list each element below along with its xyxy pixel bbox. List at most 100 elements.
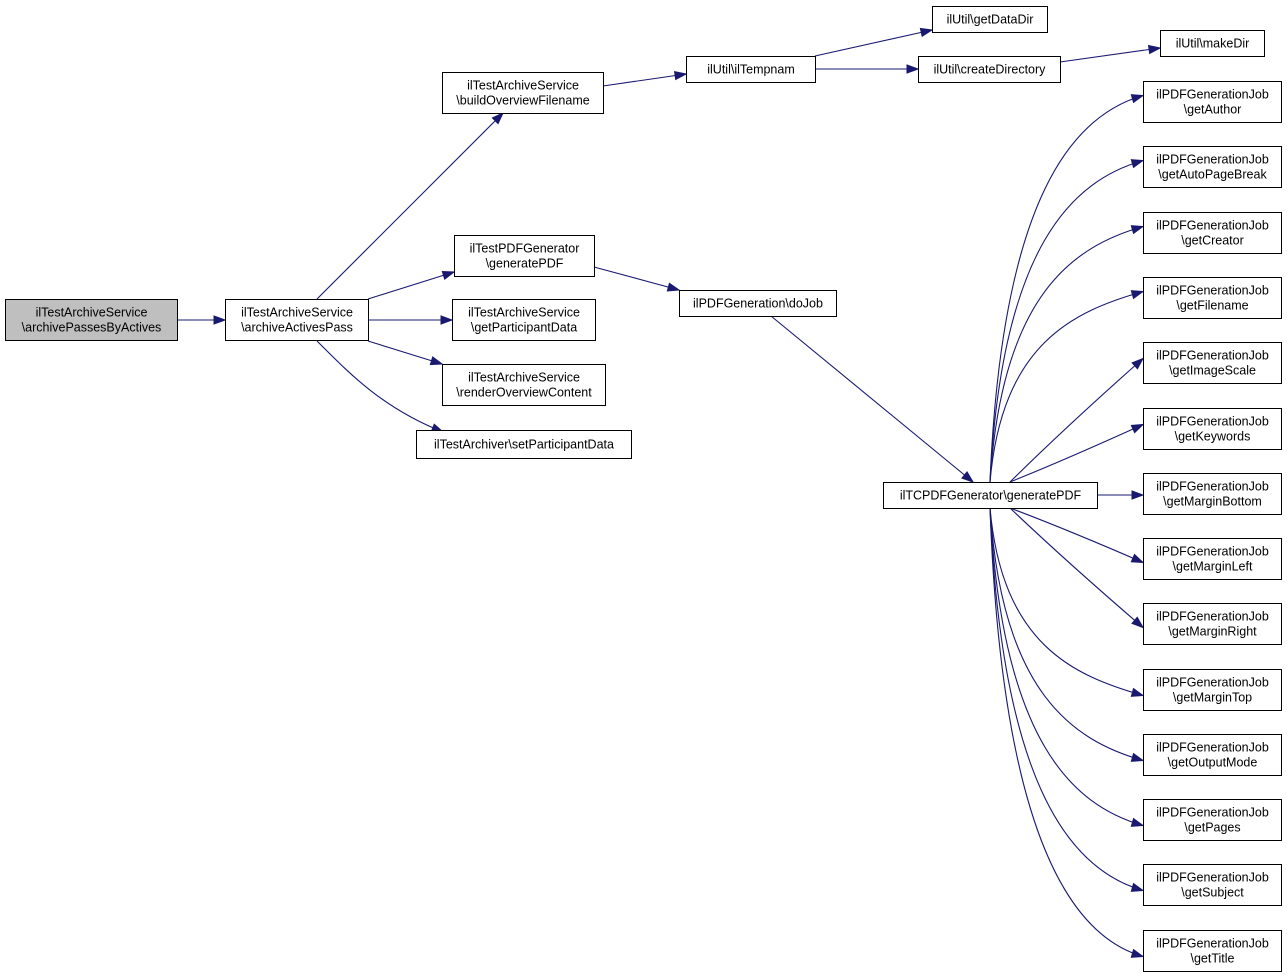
node-label-line: ilTestArchiver\setParticipantData — [434, 438, 614, 452]
node-box — [1160, 30, 1265, 57]
node-archiveActivesPass[interactable]: ilTestArchiveService\archiveActivesPass — [225, 299, 369, 341]
node-label-line: \getParticipantData — [471, 321, 577, 335]
edge-tcpdf_generatePDF-to-getKeywords — [1009, 423, 1144, 483]
node-label-line: ilPDFGenerationJob — [1156, 937, 1269, 951]
node-generatePDF_test[interactable]: ilTestPDFGenerator\generatePDF — [454, 235, 595, 277]
node-box — [1143, 603, 1282, 645]
edge-buildOverviewFilename-to-ilTempnam-arrowhead — [673, 70, 688, 81]
node-renderOverviewContent[interactable]: ilTestArchiveService\renderOverviewConte… — [442, 364, 606, 406]
edge-generatePDF_test-to-doJob-arrowhead — [666, 282, 681, 292]
edge-archivePassesByActives-to-archiveActivesPass-arrowhead — [213, 315, 227, 325]
node-getTitle[interactable]: ilPDFGenerationJob\getTitle — [1143, 930, 1282, 972]
node-getSubject[interactable]: ilPDFGenerationJob\getSubject — [1143, 864, 1282, 906]
node-box — [1143, 538, 1282, 580]
edge-tcpdf_generatePDF-to-getAutoPageBreak-arrowhead — [1130, 159, 1145, 169]
edges-layer — [177, 27, 1162, 958]
node-getAuthor[interactable]: ilPDFGenerationJob\getAuthor — [1143, 81, 1282, 123]
node-createDirectory[interactable]: ilUtil\createDirectory — [918, 56, 1061, 83]
node-label-line: ilPDFGenerationJob — [1156, 610, 1269, 624]
node-getAutoPageBreak[interactable]: ilPDFGenerationJob\getAutoPageBreak — [1143, 146, 1282, 188]
node-box — [932, 6, 1048, 33]
node-box — [883, 482, 1098, 509]
node-label-line: ilPDFGenerationJob — [1156, 741, 1269, 755]
edge-tcpdf_generatePDF-to-getOutputMode — [989, 507, 1144, 762]
edge-tcpdf_generatePDF-to-getCreator — [989, 225, 1144, 483]
edge-tcpdf_generatePDF-to-getSubject-arrowhead — [1130, 882, 1145, 892]
node-box — [452, 299, 596, 341]
node-label-line: ilUtil\makeDir — [1176, 37, 1250, 51]
node-getMarginBottom[interactable]: ilPDFGenerationJob\getMarginBottom — [1143, 473, 1282, 515]
node-label-line: ilUtil\getDataDir — [947, 13, 1034, 27]
node-getMarginTop[interactable]: ilPDFGenerationJob\getMarginTop — [1143, 669, 1282, 711]
node-box — [1143, 342, 1282, 384]
node-tcpdf_generatePDF[interactable]: ilTCPDFGenerator\generatePDF — [883, 482, 1098, 509]
node-label-line: ilPDFGenerationJob — [1156, 219, 1269, 233]
node-label-line: \getPages — [1184, 821, 1240, 835]
node-label-line: \generatePDF — [486, 257, 564, 271]
edge-doJob-to-tcpdf_generatePDF — [770, 315, 974, 483]
edge-tcpdf_generatePDF-to-getTitle — [989, 507, 1144, 958]
node-label-line: \renderOverviewContent — [456, 386, 592, 400]
node-box — [1143, 734, 1282, 776]
node-ilTempnam[interactable]: ilUtil\ilTempnam — [686, 56, 816, 83]
node-label-line: \archivePassesByActives — [22, 321, 162, 335]
node-label-line: \getMarginLeft — [1173, 560, 1253, 574]
edge-tcpdf_generatePDF-to-getMarginTop-arrowhead — [1130, 687, 1145, 697]
node-doJob[interactable]: ilPDFGeneration\doJob — [679, 290, 837, 317]
edge-tcpdf_generatePDF-to-getAutoPageBreak — [989, 159, 1144, 483]
node-label-line: ilPDFGenerationJob — [1156, 480, 1269, 494]
edge-tcpdf_generatePDF-to-getMarginRight-arrowhead — [1131, 616, 1145, 629]
edge-tcpdf_generatePDF-to-getMarginBottom-arrowhead — [1131, 490, 1145, 500]
edge-generatePDF_test-to-doJob — [593, 266, 680, 291]
node-setParticipantData[interactable]: ilTestArchiver\setParticipantData — [416, 430, 632, 459]
node-getParticipantData[interactable]: ilTestArchiveService\getParticipantData — [452, 299, 596, 341]
node-box — [5, 299, 178, 341]
node-box — [442, 364, 606, 406]
node-getFilename[interactable]: ilPDFGenerationJob\getFilename — [1143, 277, 1282, 319]
nodes-layer: ilTestArchiveService \archivePassesByActi… — [5, 6, 1282, 972]
node-label-line: ilTestArchiveService — [468, 371, 580, 385]
node-box — [1143, 473, 1282, 515]
edge-tcpdf_generatePDF-to-getTitle-arrowhead — [1130, 948, 1145, 958]
edge-tcpdf_generatePDF-to-getMarginRight — [1009, 507, 1144, 628]
node-label-line: ilUtil\createDirectory — [934, 63, 1047, 77]
edge-archiveActivesPass-to-setParticipantData — [316, 340, 444, 433]
node-label-line: ilPDFGenerationJob — [1156, 88, 1269, 102]
node-box — [1143, 277, 1282, 319]
node-label-line: \getMarginRight — [1168, 625, 1257, 639]
node-box — [686, 56, 816, 83]
node-getMarginRight[interactable]: ilPDFGenerationJob\getMarginRight — [1143, 603, 1282, 645]
node-label-line: \getTitle — [1190, 952, 1234, 966]
edge-tcpdf_generatePDF-to-getMarginLeft — [1009, 507, 1144, 564]
node-getOutputMode[interactable]: ilPDFGenerationJob\getOutputMode — [1143, 734, 1282, 776]
node-box — [1143, 669, 1282, 711]
node-label-line: \getKeywords — [1175, 430, 1251, 444]
edge-ilTempnam-to-getDataDir-arrowhead — [919, 27, 934, 38]
edge-tcpdf_generatePDF-to-getAuthor — [989, 94, 1144, 483]
node-label-line: \buildOverviewFilename — [456, 94, 589, 108]
node-label-line: \getAutoPageBreak — [1158, 168, 1267, 182]
node-getDataDir[interactable]: ilUtil\getDataDir — [932, 6, 1048, 33]
node-getCreator[interactable]: ilPDFGenerationJob\getCreator — [1143, 212, 1282, 254]
node-getPages[interactable]: ilPDFGenerationJob\getPages — [1143, 799, 1282, 841]
node-label-line: ilPDFGeneration\doJob — [693, 297, 823, 311]
edge-archiveActivesPass-to-generatePDF_test — [367, 271, 455, 300]
edge-archiveActivesPass-to-buildOverviewFilename — [316, 112, 504, 300]
node-getImageScale[interactable]: ilPDFGenerationJob\getImageScale — [1143, 342, 1282, 384]
node-getMarginLeft[interactable]: ilPDFGenerationJob\getMarginLeft — [1143, 538, 1282, 580]
node-makeDir[interactable]: ilUtil\makeDir — [1160, 30, 1265, 57]
node-buildOverviewFilename[interactable]: ilTestArchiveService\buildOverviewFilena… — [442, 72, 604, 114]
node-archivePassesByActives[interactable]: ilTestArchiveService\archivePassesByActi… — [5, 299, 178, 341]
edge-archiveActivesPass-to-generatePDF_test-arrowhead — [441, 270, 456, 280]
edge-tcpdf_generatePDF-to-getMarginTop — [989, 507, 1144, 697]
node-box — [918, 56, 1061, 83]
node-label-line: ilTestArchiveService — [468, 306, 580, 320]
node-box — [225, 299, 369, 341]
edge-buildOverviewFilename-to-ilTempnam — [602, 73, 687, 87]
node-box — [442, 72, 604, 114]
node-getKeywords[interactable]: ilPDFGenerationJob\getKeywords — [1143, 408, 1282, 450]
edge-ilTempnam-to-createDirectory-arrowhead — [906, 64, 920, 74]
edge-tcpdf_generatePDF-to-getImageScale-arrowhead — [1131, 357, 1145, 370]
edge-archiveActivesPass-to-renderOverviewContent-arrowhead — [429, 356, 444, 366]
